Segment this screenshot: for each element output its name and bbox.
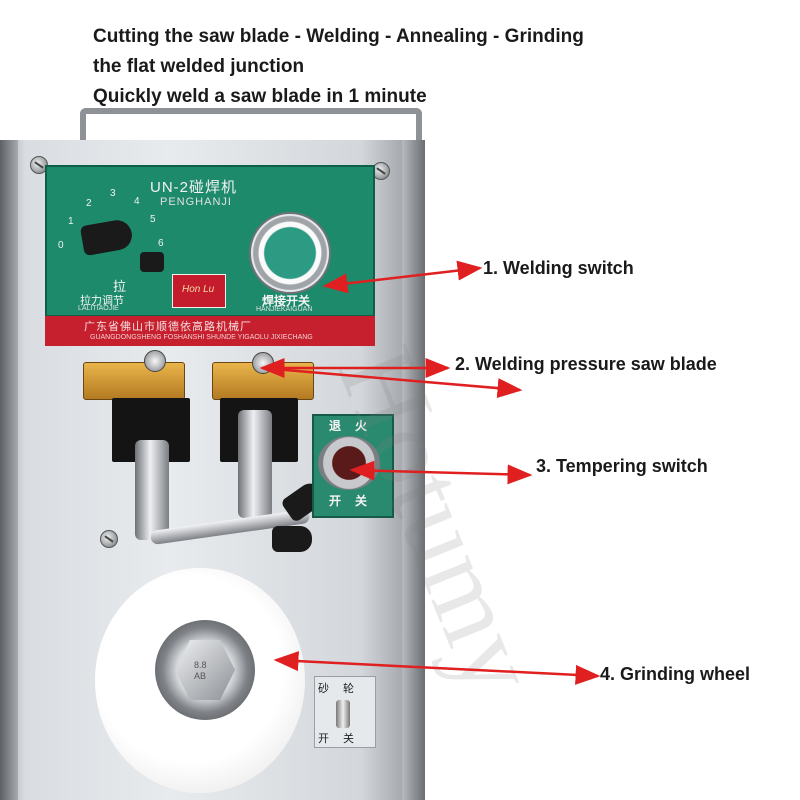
bolt-mark: AB [194, 671, 207, 681]
left-chrome-post [135, 440, 169, 540]
callout-tempering-switch: 3. Tempering switch [536, 456, 708, 476]
callout-welding-switch: 1. Welding switch [483, 258, 634, 278]
tempering-label-bottom: 开关 [329, 494, 382, 508]
grinding-label-bottom: 开关 [318, 733, 368, 745]
arrow-grinding-wheel [273, 651, 601, 685]
header-line-2: the flat welded junction [93, 56, 305, 77]
welding-switch-label: 焊接开关 [262, 294, 311, 308]
dial-tick: 6 [158, 238, 164, 249]
arrow-tempering-switch [349, 460, 533, 485]
callout-pressure-saw-blade: 2. Welding pressure saw blade [455, 354, 717, 374]
pressure-lever-knob[interactable] [140, 252, 164, 272]
bolt-marks: 8.8 AB [194, 660, 207, 682]
arrow-welding-switch [322, 260, 483, 294]
tempering-label-top: 退火 [329, 419, 382, 433]
screw-icon [100, 530, 118, 548]
right-chrome-post [238, 410, 272, 518]
brand-sticker [172, 274, 226, 308]
clamp-screw-icon[interactable] [144, 350, 166, 372]
header-text: Cutting the saw blade - Welding - Anneal… [93, 22, 733, 112]
dial-tick: 1 [68, 216, 74, 227]
dial-tick: 0 [58, 240, 64, 251]
dial-tick: 4 [134, 196, 140, 207]
dial-pinyin: LALITIAOJIE [78, 305, 119, 312]
dial-label: 拉力调节 [80, 295, 124, 307]
brand-text: Hon Lu [182, 284, 215, 295]
model-pinyin: PENGHANJI [160, 196, 232, 208]
machine-left-edge [0, 140, 18, 800]
dial-tick: 3 [110, 188, 116, 199]
grinding-toggle-switch[interactable] [336, 700, 350, 728]
carry-handle [80, 108, 422, 152]
header-line-1: Cutting the saw blade - Welding - Anneal… [93, 26, 584, 47]
manufacturer-name-cn: 广东省佛山市顺德依高路机械厂 [84, 321, 252, 333]
header-line-3: Quickly weld a saw blade in 1 minute [93, 86, 427, 107]
welding-switch-pinyin: HANJIEKAIGUAN [256, 306, 313, 313]
lever-grip[interactable] [272, 526, 312, 552]
dial-tick: 5 [150, 214, 156, 225]
arrow-pressure-clamp-2 [261, 366, 523, 399]
hex-bolt-icon [175, 640, 235, 700]
welding-switch-button[interactable] [249, 212, 331, 294]
grinding-label-top: 砂轮 [318, 683, 368, 695]
dial-tick: 2 [86, 198, 92, 209]
pull-label: 拉 [113, 279, 127, 294]
callout-grinding-wheel: 4. Grinding wheel [600, 664, 751, 684]
dial-scale: 0 1 2 3 4 5 6 [58, 186, 178, 256]
manufacturer-bar [45, 316, 375, 346]
bolt-mark: 8.8 [194, 660, 207, 670]
manufacturer-name-en: GUANGDONGSHENG FOSHANSHI SHUNDE YIGAOLU … [90, 334, 313, 341]
model-title: UN-2碰焊机 [150, 179, 238, 196]
